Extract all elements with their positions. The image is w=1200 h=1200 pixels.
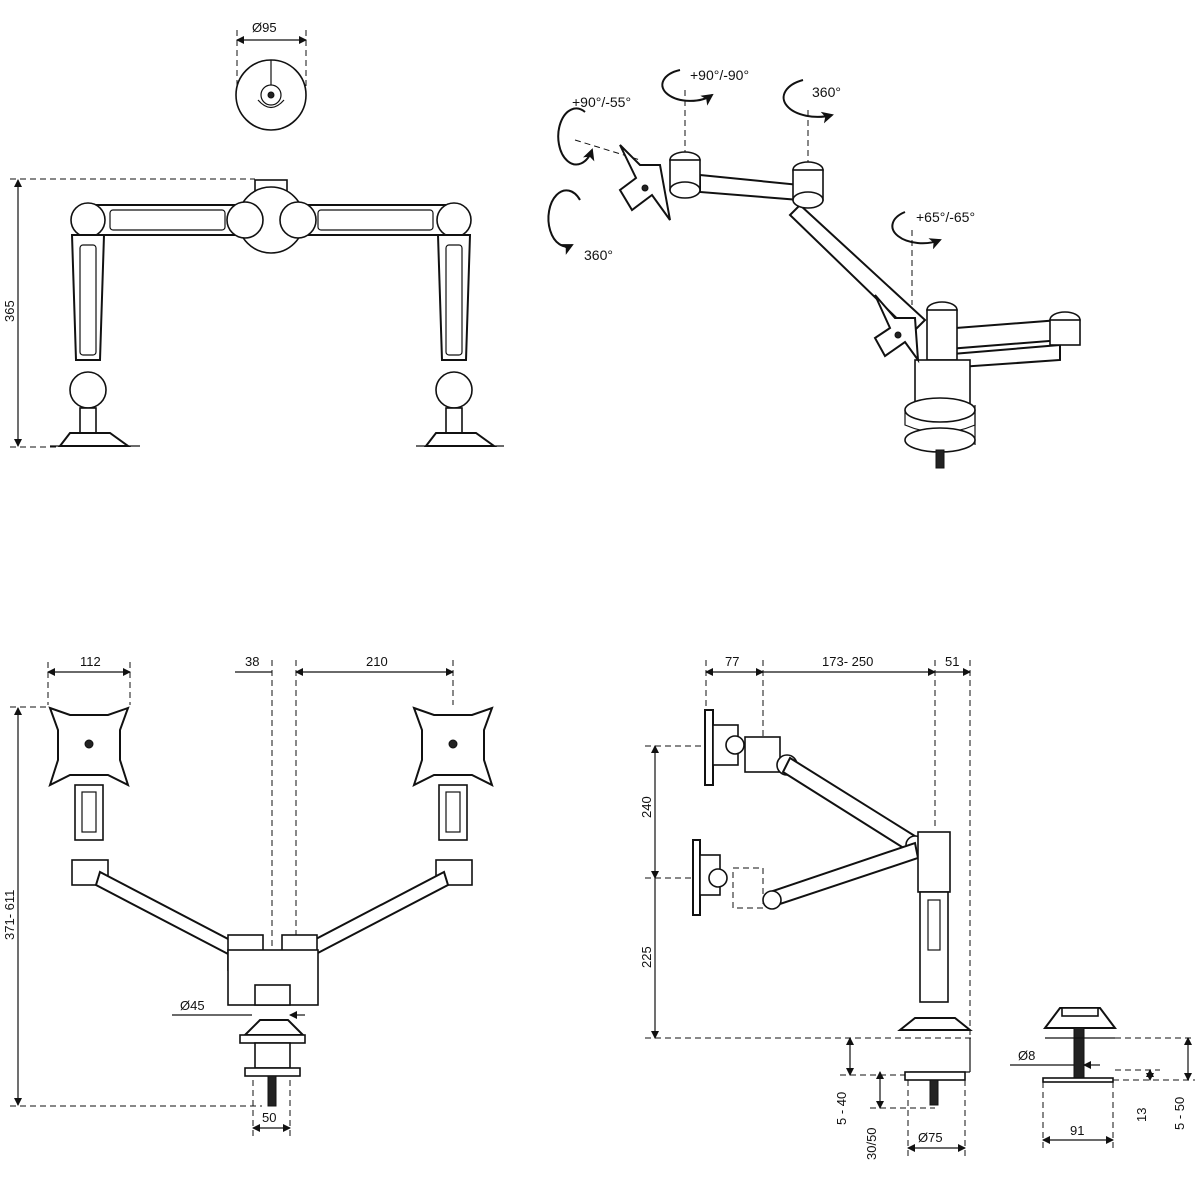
isometric-view: +90°/-55° +90°/-90° 360° 360° +65°/-65° bbox=[547, 67, 1081, 469]
sd-plate-offset-label: 77 bbox=[725, 654, 739, 669]
front-elevation-view: 365 bbox=[2, 178, 504, 448]
iso-base-label: +65°/-65° bbox=[916, 209, 975, 225]
iso-pan-head-label: +90°/-90° bbox=[690, 67, 749, 83]
gd-gap-label: 13 bbox=[1134, 1108, 1149, 1122]
fd-pole-diameter-label: Ø45 bbox=[180, 998, 205, 1013]
sd-lower-height-label: 225 bbox=[639, 946, 654, 968]
gd-bolt-diameter-label: Ø8 bbox=[1018, 1048, 1035, 1063]
sd-upper-height-label: 240 bbox=[639, 796, 654, 818]
sd-pole-offset-label: 51 bbox=[945, 654, 959, 669]
grommet-detail-view: 91 Ø8 13 5 - 50 bbox=[1010, 1007, 1195, 1150]
side-dimensioned-view: 77 173- 250 51 240 225 bbox=[639, 654, 975, 1160]
front-height-label: 365 bbox=[2, 300, 17, 322]
gd-width-label: 91 bbox=[1070, 1123, 1084, 1138]
fd-gap-label: 38 bbox=[245, 654, 259, 669]
iso-plate-label: 360° bbox=[584, 247, 613, 263]
fd-clamp-width-label: 50 bbox=[262, 1110, 276, 1125]
sd-arm-reach-label: 173- 250 bbox=[822, 654, 873, 669]
iso-tilt-label: +90°/-55° bbox=[572, 94, 631, 110]
top-diameter-label: Ø95 bbox=[252, 20, 277, 35]
gd-range-label: 5 - 50 bbox=[1172, 1097, 1187, 1130]
sd-desk-thickness-label: 5 - 40 bbox=[834, 1092, 849, 1125]
sd-clamp-diameter-label: Ø75 bbox=[918, 1130, 943, 1145]
fd-plate-width-label: 112 bbox=[80, 654, 101, 669]
top-plan-view: Ø95 bbox=[235, 20, 307, 131]
fd-reach-label: 210 bbox=[366, 654, 388, 669]
iso-arm-joint-label: 360° bbox=[812, 84, 841, 100]
fd-height-range-label: 371- 611 bbox=[2, 890, 17, 940]
sd-clamp-depth-label: 30/50 bbox=[864, 1127, 879, 1160]
front-dimensioned-view: 112 38 210 371- 611 bbox=[2, 654, 494, 1138]
